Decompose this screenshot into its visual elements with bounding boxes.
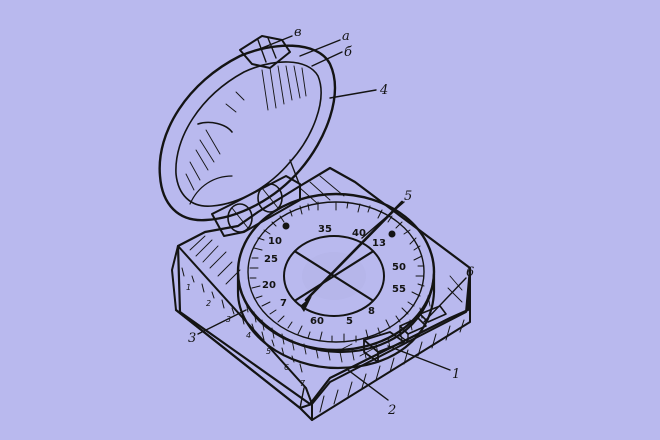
plate-front-hatching [319, 319, 465, 413]
scale-10: 10 [268, 236, 282, 247]
lid-mirror-hatching [185, 65, 307, 191]
label-v: в [294, 25, 302, 40]
scale-25: 25 [264, 254, 278, 265]
leader-lines [197, 35, 467, 401]
base-plate [171, 166, 472, 422]
label-2: 2 [387, 403, 396, 418]
scale-35: 35 [318, 224, 332, 235]
label-3: 3 [188, 331, 196, 346]
ruler-label-5: 5 [266, 347, 271, 356]
label-5: 5 [404, 189, 412, 204]
label-a: а [342, 29, 350, 44]
scale-50: 50 [392, 262, 406, 273]
ruler-label-6: 6 [284, 363, 289, 372]
dial-dot-right [388, 230, 396, 238]
compass-dial: 10 35 40 13 25 50 20 55 60 5 7 8 [236, 192, 436, 370]
plate-hatching [189, 175, 463, 357]
scale-8: 8 [368, 306, 375, 317]
scale-40: 40 [352, 228, 366, 239]
lid-clip [239, 35, 291, 69]
scale-20: 20 [262, 280, 276, 291]
label-4: 4 [379, 83, 388, 98]
label-1: 1 [452, 367, 460, 382]
ruler-label-7: 7 [300, 379, 306, 388]
scale-55: 55 [392, 284, 406, 295]
label-b: б [344, 45, 352, 60]
scale-13: 13 [372, 238, 386, 249]
scale-60: 60 [310, 316, 324, 327]
lid-hinge [211, 159, 301, 237]
dial-dot-left [282, 222, 290, 230]
compass-lid [158, 35, 337, 237]
ruler-label-1: 1 [186, 283, 191, 292]
label-6: 6 [466, 265, 474, 280]
latch-assembly [363, 305, 447, 363]
scale-5: 5 [346, 316, 353, 327]
ruler-label-2: 2 [206, 299, 211, 308]
ruler-label-4: 4 [246, 331, 251, 340]
scale-7: 7 [280, 298, 287, 309]
dial-ticks [249, 201, 425, 343]
ruler-scale: 1 2 3 4 5 6 7 [181, 267, 306, 388]
